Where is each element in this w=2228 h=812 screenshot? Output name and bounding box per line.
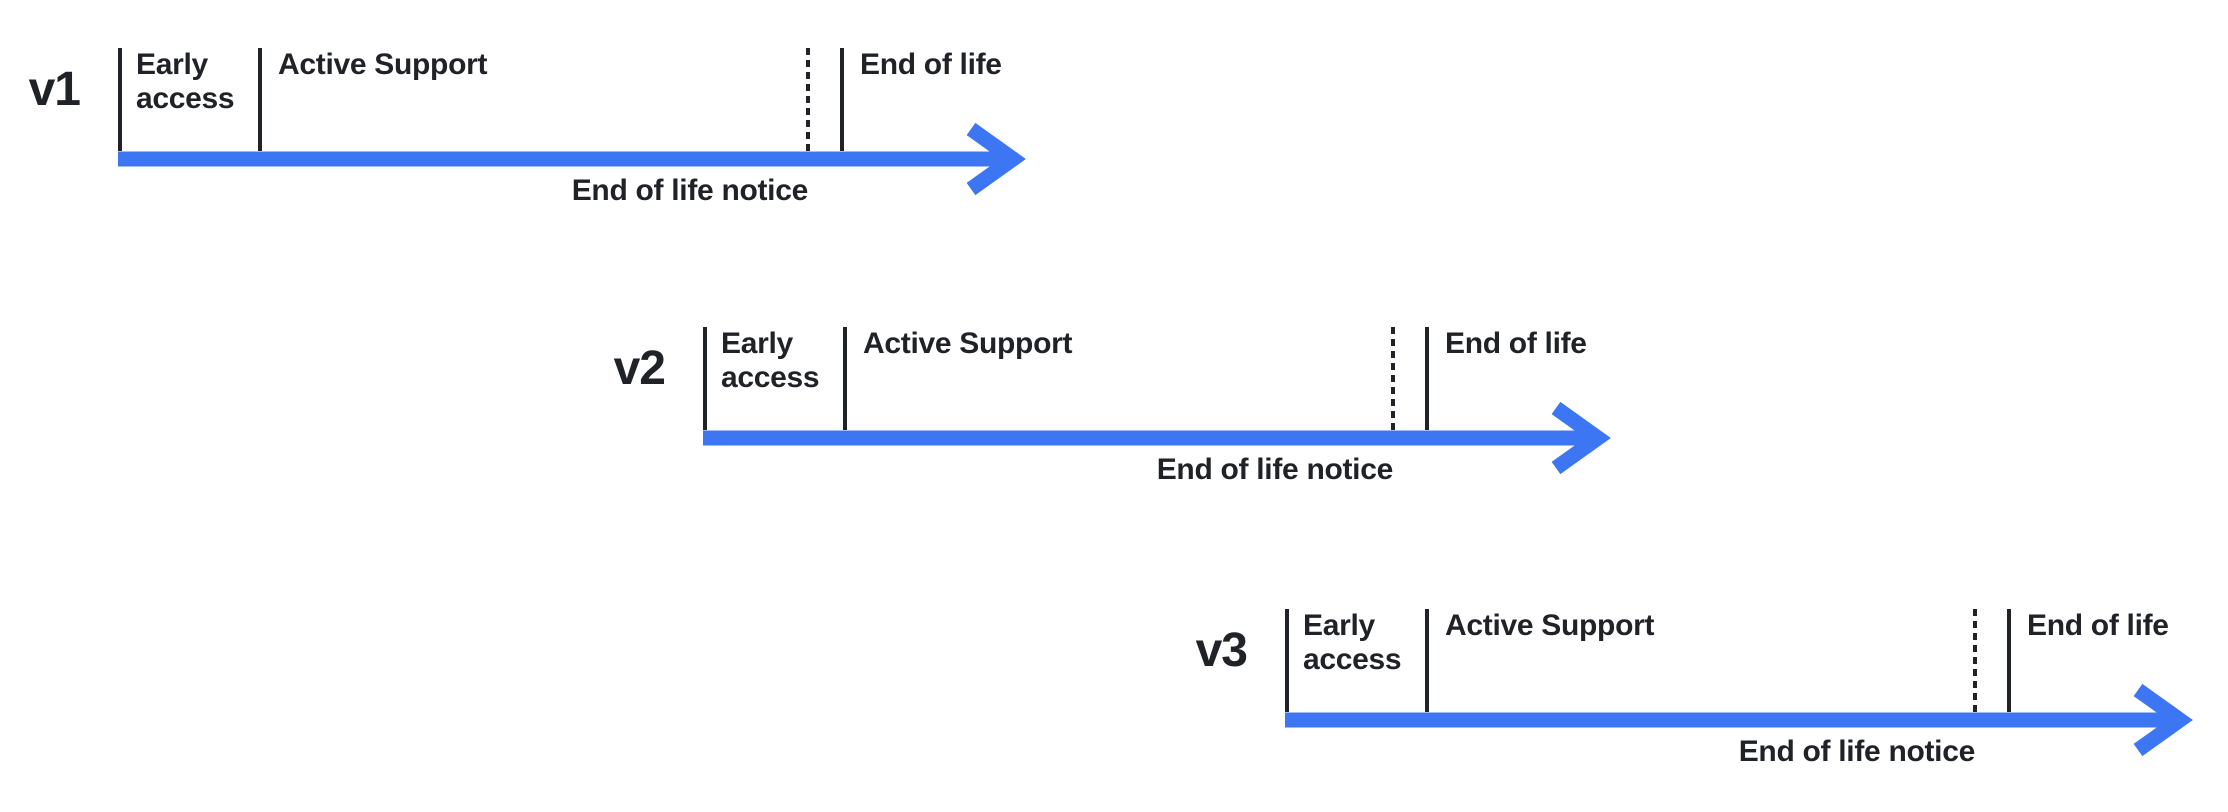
timeline-v2: v2 Early access Active Support End of li…: [523, 318, 1653, 503]
end-of-life-notice-marker: [806, 48, 810, 151]
end-of-life-notice-label: End of life notice: [1156, 453, 1394, 486]
early-access-label: Early access: [136, 48, 235, 115]
timeline-arrow: [1285, 683, 2193, 757]
timeline-arrow: [118, 122, 1026, 196]
early-access-start-tick: [703, 327, 707, 430]
end-of-life-tick: [840, 48, 844, 151]
end-of-life-label: End of life: [1445, 327, 1587, 360]
timeline-v1: v1 Early access Active Support End of li…: [0, 39, 1068, 224]
end-of-life-notice-label: End of life notice: [1738, 735, 1976, 768]
end-of-life-tick: [1425, 327, 1429, 430]
early-access-label: Early access: [721, 327, 820, 394]
active-support-start-tick: [843, 327, 847, 430]
active-support-label: Active Support: [278, 48, 488, 81]
end-of-life-tick: [2007, 609, 2011, 712]
active-support-start-tick: [258, 48, 262, 151]
end-of-life-label: End of life: [2027, 609, 2169, 642]
active-support-label: Active Support: [1445, 609, 1655, 642]
version-label: v1: [28, 63, 81, 116]
end-of-life-label: End of life: [860, 48, 1002, 81]
version-label: v3: [1195, 624, 1248, 677]
end-of-life-notice-marker: [1973, 609, 1977, 712]
early-access-start-tick: [118, 48, 122, 151]
version-label: v2: [613, 342, 666, 395]
timeline-arrow: [703, 401, 1611, 475]
active-support-start-tick: [1425, 609, 1429, 712]
active-support-label: Active Support: [863, 327, 1073, 360]
timeline-v3: v3 Early access Active Support End of li…: [1105, 600, 2228, 785]
end-of-life-notice-marker: [1391, 327, 1395, 430]
early-access-start-tick: [1285, 609, 1289, 712]
early-access-label: Early access: [1303, 609, 1402, 676]
end-of-life-notice-label: End of life notice: [571, 174, 809, 207]
